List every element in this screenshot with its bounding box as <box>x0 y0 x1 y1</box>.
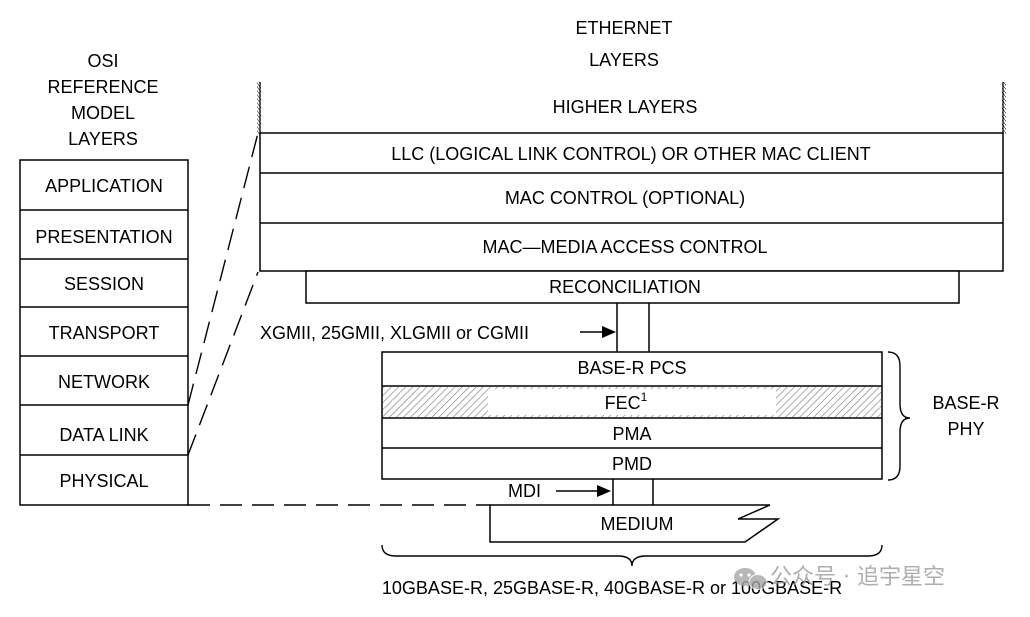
chat-logo-icon <box>734 568 768 590</box>
higher-layers-right-wall <box>1002 82 1006 134</box>
osi-stack: APPLICATION PRESENTATION SESSION TRANSPO… <box>19 159 189 506</box>
osi-heading-line: LAYERS <box>68 129 138 149</box>
mac-control-label: MAC CONTROL (OPTIONAL) <box>505 188 745 208</box>
phy-brace: BASE-R PHY <box>887 351 1000 481</box>
fec-clear-band <box>488 389 776 415</box>
pcs-label: BASE-R PCS <box>577 358 686 378</box>
medium: MEDIUM <box>489 504 781 543</box>
phy-label-line: BASE-R <box>932 393 999 413</box>
medium-dependent-interface: MDI <box>508 479 654 505</box>
reconciliation-label: RECONCILIATION <box>549 277 701 297</box>
higher-layers: HIGHER LAYERS <box>257 82 1006 134</box>
osi-layer-network: NETWORK <box>58 372 150 392</box>
watermark-text: 公众号 · 追宇星空 <box>770 565 945 590</box>
mac-stack: LLC (LOGICAL LINK CONTROL) OR OTHER MAC … <box>259 132 1004 272</box>
bottom-label: 10GBASE-R, 25GBASE-R, 40GBASE-R or 100GB… <box>382 578 842 598</box>
mac-stack-frame <box>259 132 1004 272</box>
mdi-arrow-head <box>597 485 611 497</box>
bottom-brace: 10GBASE-R, 25GBASE-R, 40GBASE-R or 100GB… <box>381 544 883 598</box>
osi-layer-data-link: DATA LINK <box>59 425 148 445</box>
medium-shape <box>489 504 781 543</box>
medium-label: MEDIUM <box>601 514 674 534</box>
reconciliation-box <box>305 270 960 304</box>
bottom-brace-path <box>381 544 883 567</box>
phy-label-line: PHY <box>947 419 984 439</box>
phy-brace-path <box>887 351 911 481</box>
osi-layer-application: APPLICATION <box>45 176 163 196</box>
datalink-mapping-lower <box>187 271 259 456</box>
pma-label: PMA <box>612 424 651 444</box>
media-independent-interface: XGMII, 25GMII, XLGMII or CGMII <box>260 303 650 352</box>
interface-label: XGMII, 25GMII, XLGMII or CGMII <box>260 323 529 343</box>
fec-label-text: FEC <box>605 393 641 413</box>
osi-layer-session: SESSION <box>64 274 144 294</box>
mac-label: MAC—MEDIA ACCESS CONTROL <box>482 237 767 257</box>
osi-heading: OSI REFERENCE MODEL LAYERS <box>47 51 158 149</box>
ethernet-heading-line: ETHERNET <box>575 18 672 38</box>
osi-stack-frame <box>19 159 189 506</box>
fec-label: FEC1 <box>605 390 648 413</box>
higher-layers-label: HIGHER LAYERS <box>553 97 698 117</box>
pmd-label: PMD <box>612 454 652 474</box>
datalink-mapping-upper <box>187 132 259 406</box>
osi-layer-physical: PHYSICAL <box>59 471 148 491</box>
phy-stack: BASE-R PCS FEC1 PMA PMD <box>381 351 883 480</box>
higher-layers-left-wall <box>257 82 261 134</box>
watermark: 公众号 · 追宇星空 <box>734 565 945 590</box>
interface-arrow-head <box>602 326 616 338</box>
ethernet-heading-line: LAYERS <box>589 50 659 70</box>
osi-heading-line: REFERENCE <box>47 77 158 97</box>
osi-layer-presentation: PRESENTATION <box>35 227 172 247</box>
reconciliation: RECONCILIATION <box>305 270 960 304</box>
fec-footnote-marker: 1 <box>641 390 648 404</box>
osi-heading-line: OSI <box>87 51 118 71</box>
llc-layer-label: LLC (LOGICAL LINK CONTROL) OR OTHER MAC … <box>391 144 870 164</box>
osi-heading-line: MODEL <box>71 103 135 123</box>
mapping-lines <box>187 132 490 506</box>
mdi-label: MDI <box>508 481 541 501</box>
osi-layer-transport: TRANSPORT <box>49 323 160 343</box>
